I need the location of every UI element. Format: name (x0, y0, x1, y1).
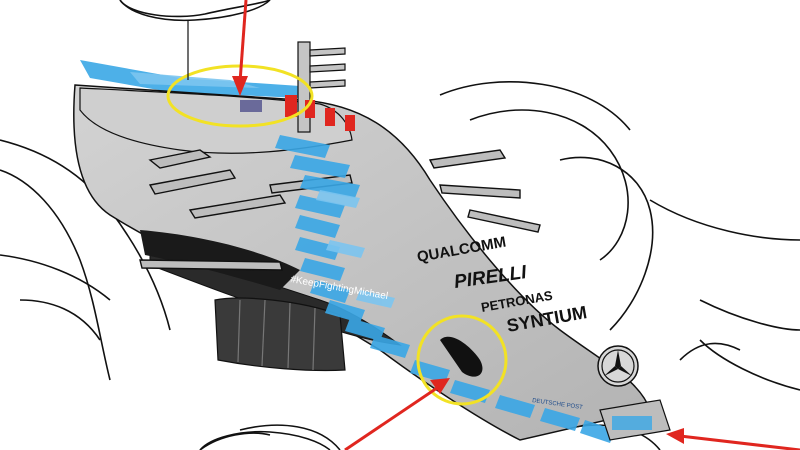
callout-circle-top (120, 0, 270, 20)
arrow-bottom-right (666, 428, 800, 450)
arrow-bottom-left (345, 378, 450, 450)
nose-tip-blue (612, 416, 652, 430)
mercedes-star-logo (598, 346, 638, 386)
